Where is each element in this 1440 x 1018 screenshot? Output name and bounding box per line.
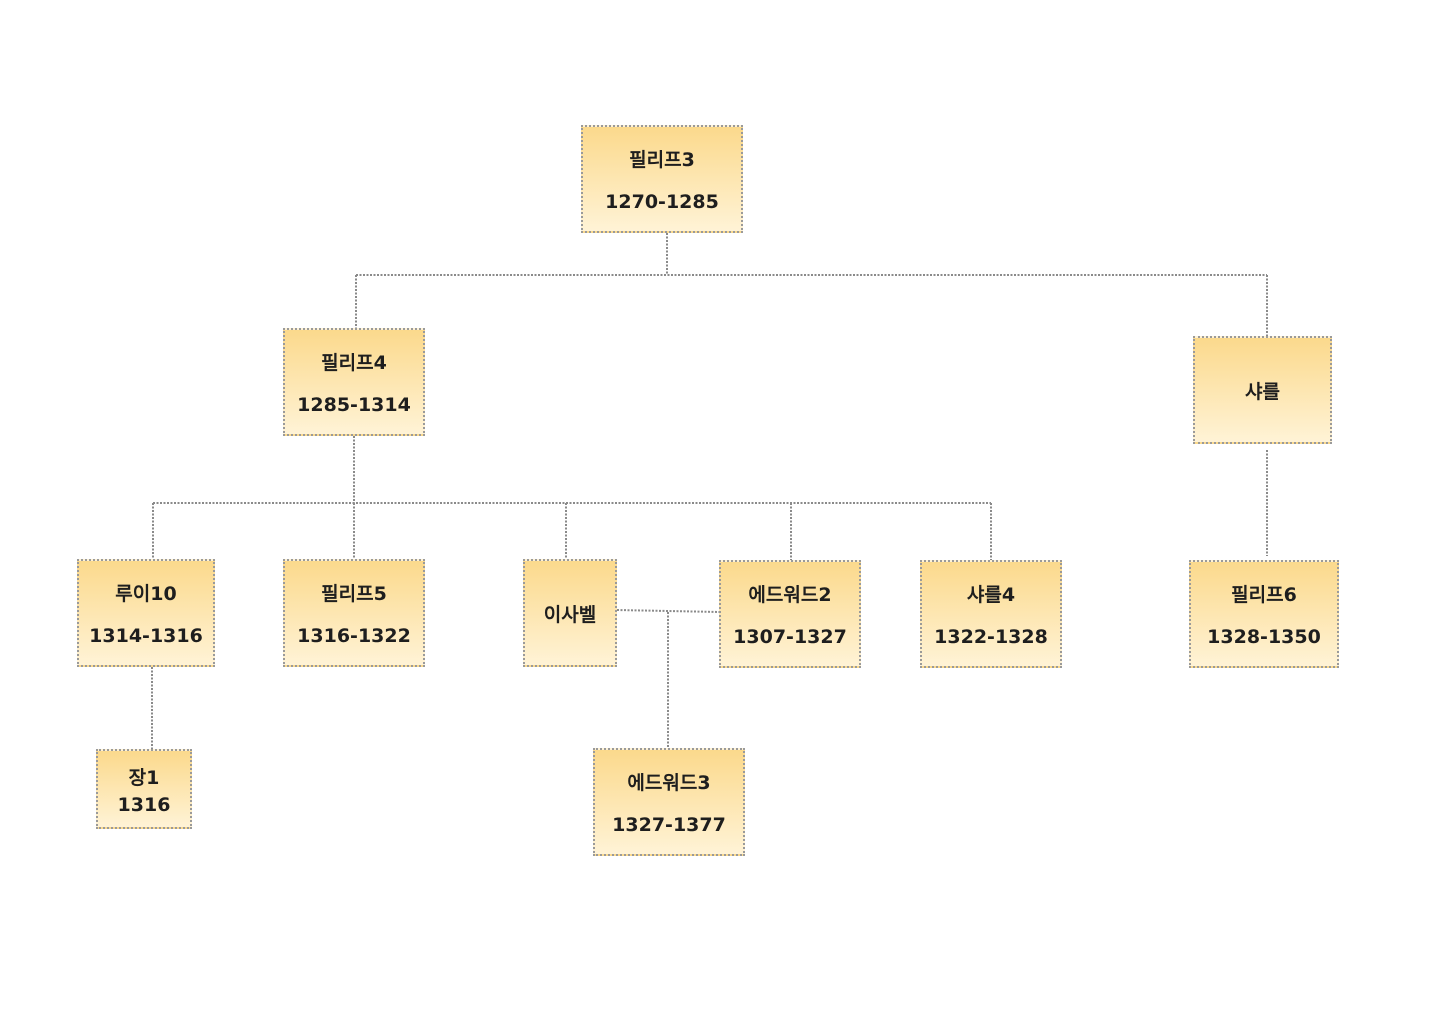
node-name: 장1 — [128, 766, 160, 789]
node-years: 1307-1327 — [733, 625, 847, 648]
node-years: 1270-1285 — [605, 190, 719, 213]
node-name: 필리프3 — [629, 149, 695, 172]
node-name: 샤를 — [1245, 380, 1280, 403]
node-charles4: 샤를4 1322-1328 — [920, 560, 1062, 668]
node-louis10: 루이10 1314-1316 — [77, 559, 215, 667]
node-years: 1314-1316 — [89, 624, 203, 647]
node-years: 1327-1377 — [612, 813, 726, 836]
node-name: 샤를4 — [966, 584, 1016, 607]
node-years: 1316-1322 — [297, 624, 411, 647]
node-years: 1328-1350 — [1207, 625, 1321, 648]
node-edward3: 에드워드3 1327-1377 — [593, 748, 745, 856]
node-jean1: 장1 1316 — [96, 749, 192, 829]
node-philippe3: 필리프3 1270-1285 — [581, 125, 743, 233]
connector — [616, 609, 720, 613]
node-isabelle: 이사벨 — [523, 559, 617, 667]
node-name: 에드워드2 — [748, 584, 832, 607]
node-philippe4: 필리프4 1285-1314 — [283, 328, 425, 436]
node-years: 1285-1314 — [297, 393, 411, 416]
node-name: 루이10 — [115, 583, 177, 606]
node-name: 필리프6 — [1231, 584, 1297, 607]
node-name: 필리프5 — [321, 583, 387, 606]
node-philippe6: 필리프6 1328-1350 — [1189, 560, 1339, 668]
node-name: 필리프4 — [321, 352, 387, 375]
node-philippe5: 필리프5 1316-1322 — [283, 559, 425, 667]
node-years: 1322-1328 — [934, 625, 1048, 648]
node-name: 이사벨 — [543, 603, 597, 626]
node-name: 에드워드3 — [627, 772, 711, 795]
node-years: 1316 — [117, 793, 171, 816]
node-charles: 샤를 — [1193, 336, 1332, 444]
node-edward2: 에드워드2 1307-1327 — [719, 560, 861, 668]
